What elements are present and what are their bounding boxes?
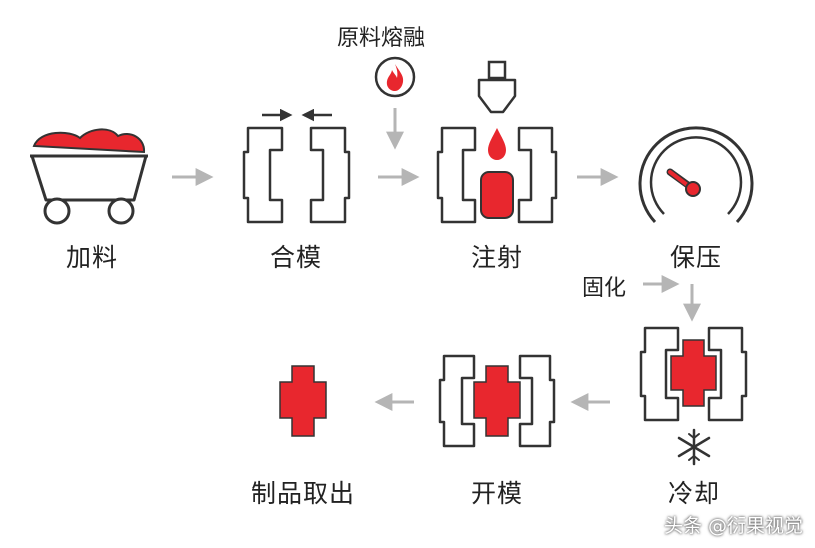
step-label-feed: 加料 [65,243,119,272]
mold-inject-icon [374,56,558,224]
note-melt: 原料熔融 [337,26,426,51]
step-label-hold: 保压 [669,243,723,272]
snowflake-icon [677,428,711,466]
step-label-open: 开模 [470,479,524,508]
watermark: 头条 @衍果视觉 [663,515,803,537]
flow-arrows [172,168,701,411]
mold-cool-icon [639,326,748,466]
step-label-close: 合模 [269,243,323,272]
mold-open-icon [438,354,556,448]
feed-cart-icon [30,128,148,225]
step-label-cool: 冷却 [667,479,721,508]
product-part-icon [279,365,327,437]
mold-close-icon [242,108,351,224]
note-solidify: 固化 [582,276,627,301]
pressure-gauge-icon [638,126,754,224]
step-label-eject: 制品取出 [250,479,356,508]
step-label-inject: 注射 [470,243,524,272]
